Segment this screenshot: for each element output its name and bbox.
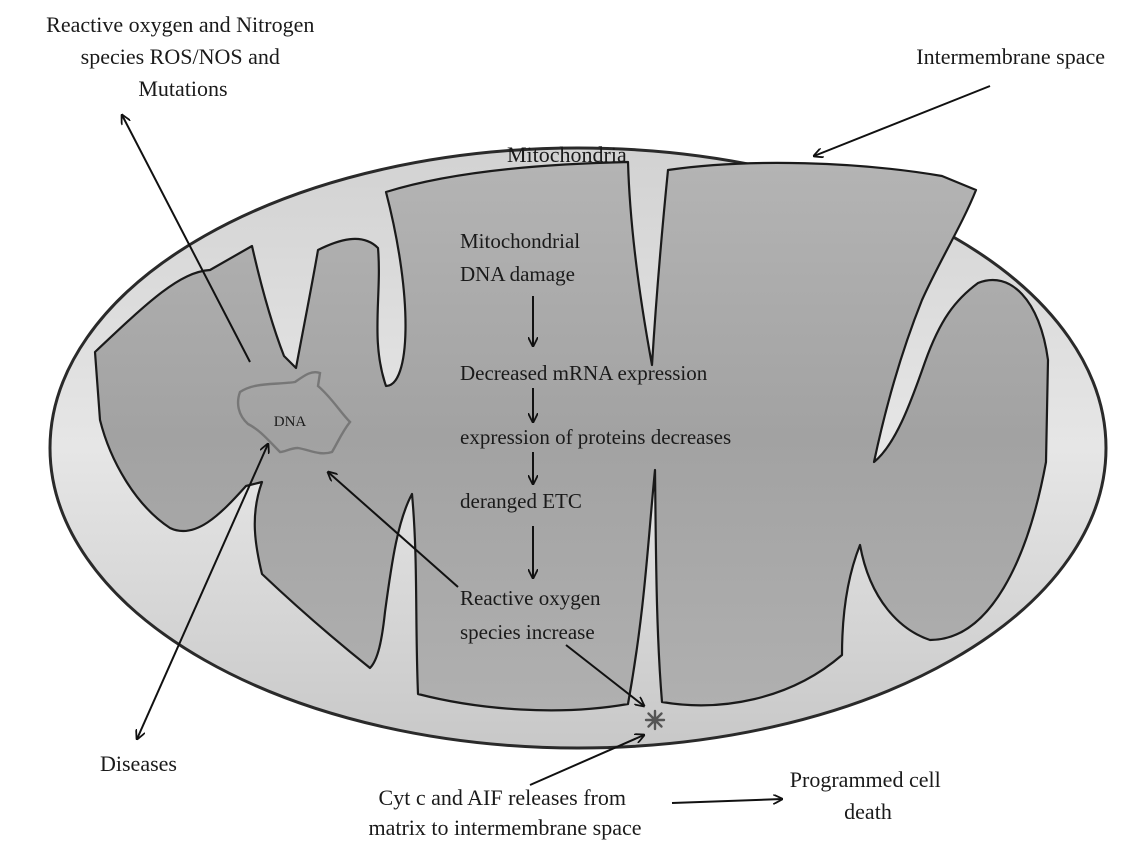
ros-nos-label: Reactive oxygen and Nitrogen species ROS… [46,12,320,101]
cascade-step-etc: deranged ETC [460,489,582,513]
programmed-cell-death-label: Programmed cell death [790,767,946,824]
cascade-step-mrna: Decreased mRNA expression [460,361,708,385]
intermembrane-space-label: Intermembrane space [916,44,1105,69]
arrow-to-intermembrane [814,86,990,156]
dna-label: DNA [274,414,307,430]
arrow-to-cell-death [672,799,782,803]
mitochondria-label: Mitochondria [507,142,627,167]
diseases-label: Diseases [100,751,177,776]
release-label: Cyt c and AIF releases from matrix to in… [368,785,641,840]
cyt-c-star-icon [646,711,664,729]
cascade-step-proteins: expression of proteins decreases [460,425,731,449]
